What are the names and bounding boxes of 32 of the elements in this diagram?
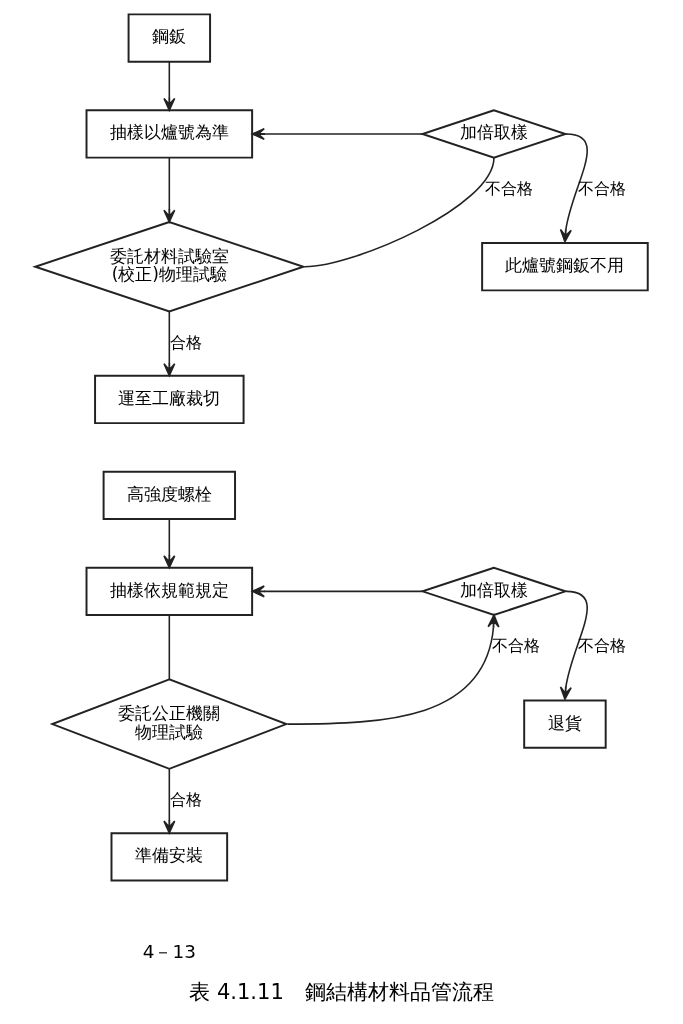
node-box: 退貨 — [523, 698, 607, 749]
node-box: 高強度螺栓 — [102, 470, 237, 520]
node-box: 此爐號鋼鈑不用 — [481, 241, 649, 291]
arrow — [163, 156, 176, 223]
arrow — [163, 60, 176, 111]
connector — [303, 156, 495, 267]
arrow — [163, 518, 176, 568]
edge-label: 合格 — [169, 789, 202, 809]
arrow — [559, 590, 588, 700]
arrow — [559, 132, 588, 243]
node-box: 準備安裝 — [110, 831, 229, 881]
arrow — [163, 310, 176, 376]
edge-label: 不合格 — [485, 178, 534, 198]
edge-label: 合格 — [169, 332, 202, 352]
caption: 表 4.1.11 鋼結構材料品管流程 — [189, 978, 494, 1004]
node-box: 抽樣以爐號為準 — [85, 108, 254, 159]
arrow — [163, 767, 176, 834]
node-diamond: 加倍取樣 — [419, 566, 569, 616]
node-box: 抽樣依規範規定 — [85, 566, 254, 616]
label: 4－13 — [142, 940, 196, 962]
edge-label: 不合格 — [578, 635, 627, 655]
node-diamond: 委託公正機關物理試驗 — [49, 677, 290, 770]
node-diamond: 加倍取樣 — [419, 108, 569, 159]
arrow — [251, 127, 424, 140]
arrow — [286, 613, 500, 725]
connector — [168, 614, 171, 680]
edge-label: 不合格 — [491, 635, 540, 655]
edge-label: 不合格 — [578, 178, 627, 198]
arrow — [251, 584, 424, 597]
node-box: 運至工廠裁切 — [94, 374, 245, 424]
node-diamond: 委託材料試驗室(校正)物理試驗 — [32, 220, 307, 312]
node-box: 鋼鈑 — [127, 12, 212, 63]
